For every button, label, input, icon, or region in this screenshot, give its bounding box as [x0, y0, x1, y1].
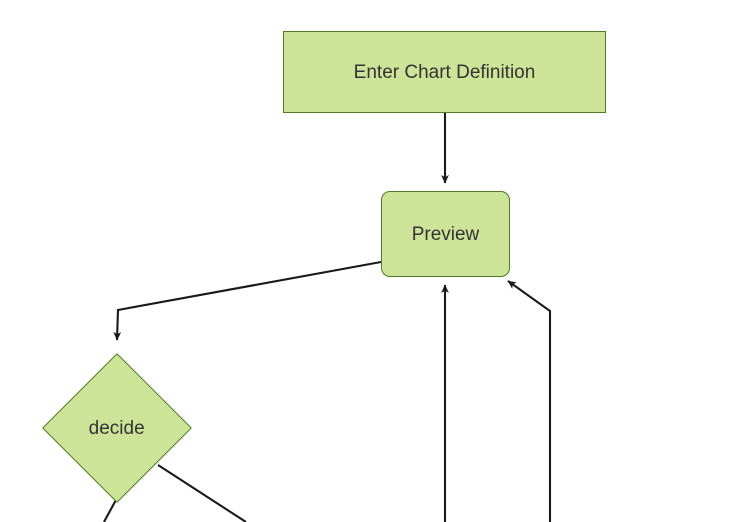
- edge-offscreen-to-preview-angled: [507, 280, 552, 522]
- edge-decide-to-offscreen-right: [157, 464, 247, 522]
- node-preview[interactable]: Preview: [381, 191, 510, 277]
- node-preview-label: Preview: [411, 223, 480, 245]
- node-decide[interactable]: decide: [42, 353, 192, 503]
- node-enter-chart-definition[interactable]: Enter Chart Definition: [283, 31, 606, 113]
- edge-preview-to-decide: [113, 260, 382, 341]
- node-enter-chart-definition-label: Enter Chart Definition: [353, 61, 536, 83]
- node-decide-label: decide: [89, 417, 145, 439]
